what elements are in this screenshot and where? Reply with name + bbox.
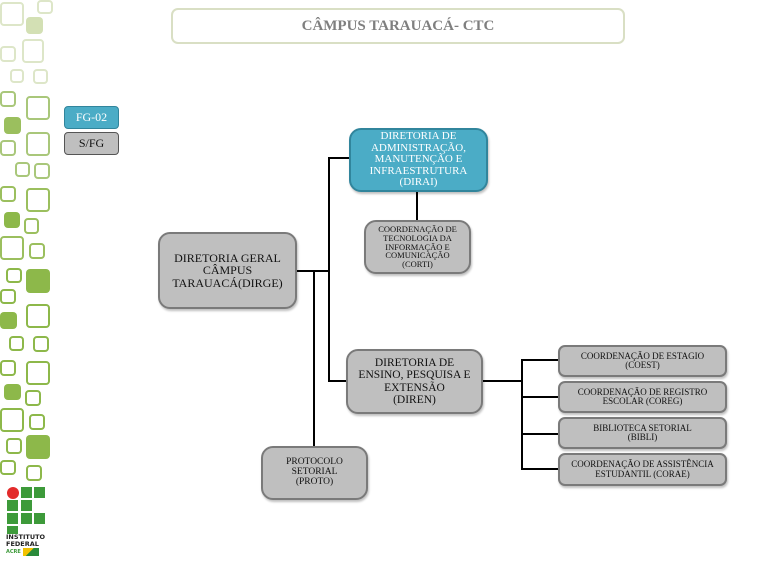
decor-square [4,212,20,228]
decor-square [26,465,42,481]
connector-line [521,396,559,398]
decor-square [0,289,16,304]
page-title-box: CÂMPUS TARAUACÁ- CTC [171,8,625,44]
node-dirge-label: DIRETORIA GERAL CÂMPUS TARAUACÁ(DIRGE) [172,250,283,290]
decor-square [22,39,44,63]
decor-square [24,218,39,234]
logo-red-circle [7,487,19,499]
decor-square [33,336,49,352]
node-coreg-label: COORDENAÇÃO DE REGISTRO ESCOLAR (COREG) [577,386,708,406]
legend-sfg: S/FG [64,132,119,155]
acre-flag-icon [22,548,39,556]
legend-fg02: FG-02 [64,106,119,129]
decor-square [26,269,50,293]
decor-square [34,163,50,179]
connector-line [313,270,315,448]
decor-square [9,336,24,351]
decor-square [0,408,24,432]
logo-square [7,526,18,534]
decor-square [26,435,50,459]
node-diren-label: DIRETORIA DE ENSINO, PESQUISA E EXTENSÃO… [358,357,471,406]
decor-square [26,304,50,328]
decor-square [0,91,16,107]
page-title: CÂMPUS TARAUACÁ- CTC [301,17,495,34]
connector-line [328,380,348,382]
decor-square [0,236,24,260]
node-corae-label: COORDENAÇÃO DE ASSISTÊNCIA ESTUDANTIL (C… [571,459,714,479]
connector-line [328,157,330,382]
legend-sfg-label: S/FG [78,136,105,150]
logo-square [34,513,45,524]
logo-line-1: INSTITUTO [6,533,46,541]
logo-square [34,487,45,498]
decor-square [26,188,50,212]
decor-square [10,69,24,83]
legend-fg02-label: FG-02 [75,110,108,124]
node-bibli-label: BIBLIOTECA SETORIAL (BIBLI) [593,422,692,442]
institution-logo: INSTITUTO FEDERAL ACRE [6,486,48,566]
decor-square [37,0,53,14]
decor-square [4,117,21,134]
decor-square [0,2,24,26]
connector-line [521,359,559,361]
decor-square [0,360,16,376]
logo-line-2: FEDERAL [6,540,39,548]
connector-line [521,433,559,435]
decor-square [0,460,16,475]
logo-line-3: ACRE [6,548,21,555]
node-corae[interactable]: COORDENAÇÃO DE ASSISTÊNCIA ESTUDANTIL (C… [558,453,727,486]
node-diren[interactable]: DIRETORIA DE ENSINO, PESQUISA E EXTENSÃO… [346,349,483,414]
decor-square [0,186,16,202]
connector-line [328,157,350,159]
node-coest-label: COORDENAÇÃO DE ESTAGIO (COEST) [580,350,705,370]
logo-text: INSTITUTO FEDERAL ACRE [6,534,45,556]
decor-square [4,384,21,400]
decor-square [15,162,30,177]
decor-square [29,414,45,430]
connector-line [482,380,523,382]
node-proto-label: PROTOCOLO SETORIAL (PROTO) [286,457,343,487]
decor-square [26,17,43,34]
decor-square [26,132,50,156]
decor-square [0,46,16,62]
node-dirai-label: DIRETORIA DE ADMINISTRAÇÃO, MANUTENÇÃO E… [369,130,468,189]
logo-square [7,500,18,511]
logo-square [7,513,18,524]
decor-square [26,361,50,385]
node-corti-label: COORDENAÇÃO DE TECNOLOGIA DA INFORMAÇÃO … [378,223,457,270]
decor-square [0,312,17,329]
node-dirge[interactable]: DIRETORIA GERAL CÂMPUS TARAUACÁ(DIRGE) [158,232,297,309]
node-corti[interactable]: COORDENAÇÃO DE TECNOLOGIA DA INFORMAÇÃO … [364,220,471,274]
decor-square [6,268,22,283]
node-bibli[interactable]: BIBLIOTECA SETORIAL (BIBLI) [558,417,727,449]
node-coest[interactable]: COORDENAÇÃO DE ESTAGIO (COEST) [558,345,727,377]
connector-line [521,468,559,470]
decor-square [26,96,50,120]
logo-square [21,500,32,511]
decor-square [0,140,16,156]
logo-square [21,487,32,498]
logo-square [21,513,32,524]
connector-line [416,192,418,220]
decor-square [33,69,48,84]
decor-square [25,390,41,406]
decor-square [6,438,22,454]
node-coreg[interactable]: COORDENAÇÃO DE REGISTRO ESCOLAR (COREG) [558,381,727,413]
decor-square [29,243,45,259]
connector-line [521,359,523,470]
node-proto[interactable]: PROTOCOLO SETORIAL (PROTO) [261,446,368,500]
node-dirai[interactable]: DIRETORIA DE ADMINISTRAÇÃO, MANUTENÇÃO E… [349,128,488,192]
